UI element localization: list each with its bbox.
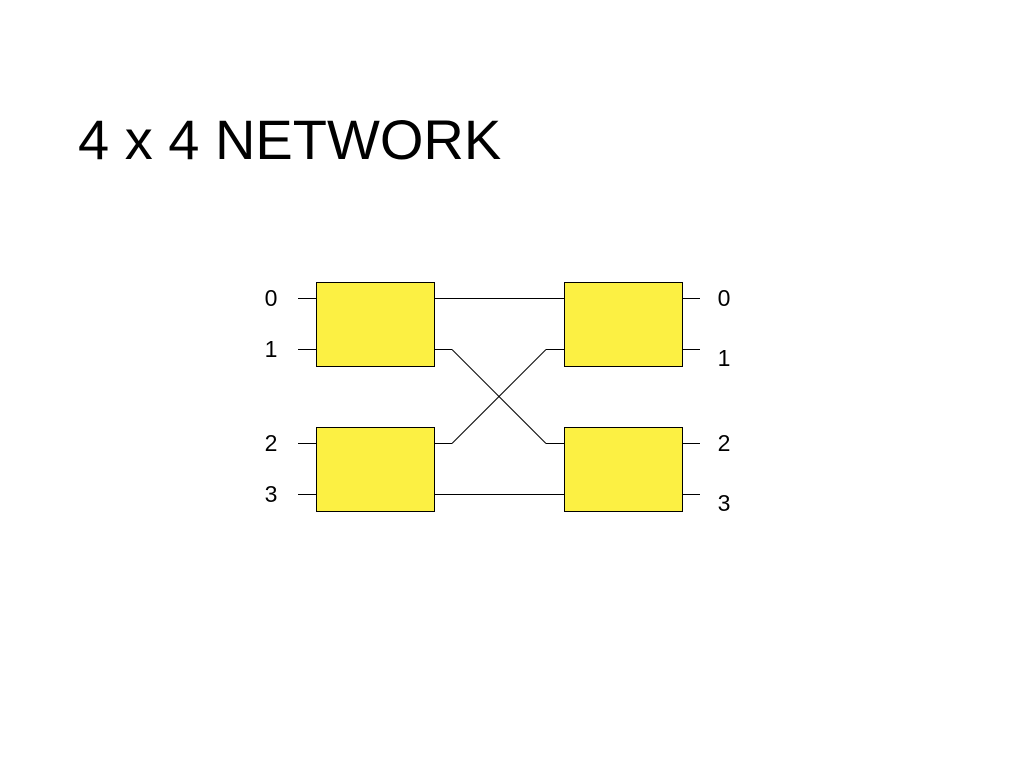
left-port-label: 3 [265,481,278,507]
right-port-label: 0 [718,285,731,311]
right-port-label: 3 [718,490,731,516]
switch-box-stage2-top [564,282,683,367]
interstage-links [451,298,547,495]
switches [316,282,683,512]
left-port-label: 0 [265,285,278,311]
left-port-label: 2 [265,430,278,456]
right-port-label: 2 [718,430,731,456]
switch-box-stage2-bottom [564,427,683,512]
switch-box-stage1-bottom [316,427,435,512]
link-2-to-1 [451,349,547,444]
left-port-label: 1 [265,336,278,362]
switch-box-stage1-top [316,282,435,367]
right-port-label: 1 [718,345,731,371]
slide-title: 4 x 4 NETWORK [78,108,502,171]
port-labels: 0 1 2 3 0 1 2 3 [265,285,731,516]
port-stubs [298,298,700,495]
